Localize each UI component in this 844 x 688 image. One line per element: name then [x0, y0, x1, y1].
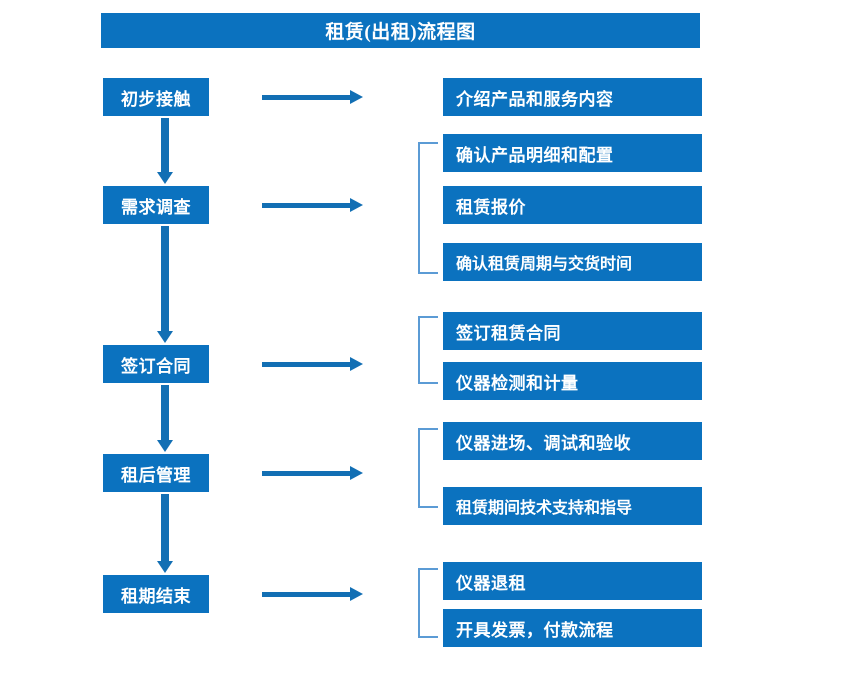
vertical-arrow-1	[157, 118, 173, 184]
horizontal-arrow-1	[262, 90, 363, 104]
detail-box-invoice-payment[interactable]: 开具发票，付款流程	[443, 609, 702, 647]
page-title: 租赁(出租)流程图	[101, 13, 700, 48]
detail-box-confirm-period-delivery[interactable]: 确认租赁周期与交货时间	[443, 243, 702, 281]
horizontal-arrow-5	[262, 587, 363, 601]
detail-box-rental-quote[interactable]: 租赁报价	[443, 186, 702, 224]
stage-box-lease-end[interactable]: 租期结束	[103, 575, 209, 613]
stage-box-needs-survey[interactable]: 需求调查	[103, 186, 209, 224]
group-bracket-3	[418, 316, 438, 384]
vertical-arrow-2	[157, 226, 173, 343]
detail-box-instrument-entry-commissioning[interactable]: 仪器进场、调试和验收	[443, 422, 702, 460]
group-bracket-5	[418, 568, 438, 638]
stage-box-sign-contract[interactable]: 签订合同	[103, 345, 209, 383]
detail-box-introduce-products[interactable]: 介绍产品和服务内容	[443, 78, 702, 116]
detail-box-sign-lease-contract[interactable]: 签订租赁合同	[443, 312, 702, 350]
stage-box-post-rental-mgmt[interactable]: 租后管理	[103, 454, 209, 492]
horizontal-arrow-2	[262, 198, 363, 212]
detail-box-instrument-inspection[interactable]: 仪器检测和计量	[443, 362, 702, 400]
horizontal-arrow-3	[262, 357, 363, 371]
detail-box-technical-support[interactable]: 租赁期间技术支持和指导	[443, 487, 702, 525]
vertical-arrow-4	[157, 494, 173, 573]
vertical-arrow-3	[157, 385, 173, 452]
detail-box-instrument-return[interactable]: 仪器退租	[443, 562, 702, 600]
group-bracket-4	[418, 428, 438, 508]
detail-box-confirm-product-details[interactable]: 确认产品明细和配置	[443, 134, 702, 172]
stage-box-initial-contact[interactable]: 初步接触	[103, 78, 209, 116]
group-bracket-2	[418, 142, 438, 274]
horizontal-arrow-4	[262, 466, 363, 480]
